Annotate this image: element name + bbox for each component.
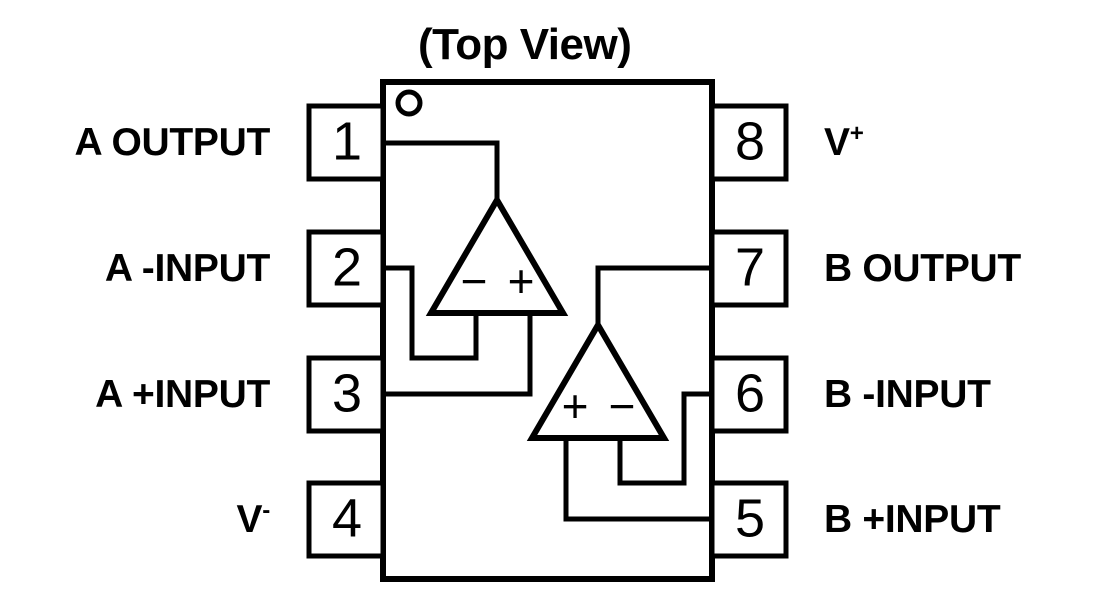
amp-a-triangle bbox=[425, 194, 569, 316]
pin-number-7: 7 bbox=[735, 237, 765, 297]
wire-amp-b-inverting bbox=[617, 391, 712, 486]
pin-label-4-text: V bbox=[236, 498, 263, 541]
amp-b-minus-sign: − bbox=[609, 380, 636, 432]
pin-label-7-text: B OUTPUT bbox=[824, 247, 1021, 290]
pin-one-dot-icon bbox=[395, 89, 423, 117]
pin-box-5[interactable] bbox=[709, 480, 789, 559]
pin-number-8: 8 bbox=[735, 111, 765, 171]
pin-label-6: B -INPUT bbox=[824, 374, 1100, 414]
pin-label-1-text: A OUTPUT bbox=[74, 121, 271, 164]
page-title: (Top View) bbox=[418, 20, 632, 69]
pin-box-3[interactable] bbox=[306, 355, 386, 434]
wire-amp-a-noninverting bbox=[383, 313, 533, 397]
pin-label-3: A +INPUT bbox=[0, 374, 270, 414]
pin-label-6-text: B -INPUT bbox=[824, 373, 991, 416]
pin-label-8-text: V bbox=[824, 121, 850, 164]
pin-number-4: 4 bbox=[332, 488, 362, 548]
pin-label-5: B +INPUT bbox=[824, 499, 1100, 539]
pin-box-6[interactable] bbox=[709, 355, 789, 434]
wire-amp-b-noninverting bbox=[563, 438, 712, 522]
chip-body-outline bbox=[380, 79, 715, 582]
pin-label-1: A OUTPUT bbox=[0, 121, 271, 164]
pin-box-8[interactable] bbox=[709, 103, 789, 182]
pin-label-5-text: B +INPUT bbox=[824, 498, 1001, 541]
pin-label-8-superscript: + bbox=[849, 120, 864, 147]
pin-number-6: 6 bbox=[735, 363, 765, 423]
pin-box-7[interactable] bbox=[709, 229, 789, 308]
wire-amp-a-output bbox=[383, 140, 500, 200]
pin-label-8: V+ bbox=[824, 120, 1100, 164]
pin-label-7: B OUTPUT bbox=[824, 248, 1100, 288]
pin-number-2: 2 bbox=[332, 237, 362, 297]
pin-label-4-superscript: - bbox=[262, 497, 270, 524]
amp-a-plus-sign: + bbox=[508, 255, 535, 307]
amp-b-triangle bbox=[526, 319, 670, 441]
amp-b-plus-sign: + bbox=[562, 380, 589, 432]
pin-label-3-text: A +INPUT bbox=[95, 373, 270, 416]
pin-number-3: 3 bbox=[332, 363, 362, 423]
amp-a-minus-sign: − bbox=[461, 255, 488, 307]
pin-number-5: 5 bbox=[735, 488, 765, 548]
wire-amp-a-inverting bbox=[383, 265, 479, 361]
wire-amp-b-output bbox=[595, 265, 712, 325]
pin-label-4: V- bbox=[0, 497, 271, 541]
pin-number-1: 1 bbox=[332, 111, 362, 171]
pin-box-4[interactable] bbox=[306, 480, 386, 559]
pin-label-2: A -INPUT bbox=[0, 248, 270, 288]
pin-label-2-text: A -INPUT bbox=[104, 247, 270, 290]
